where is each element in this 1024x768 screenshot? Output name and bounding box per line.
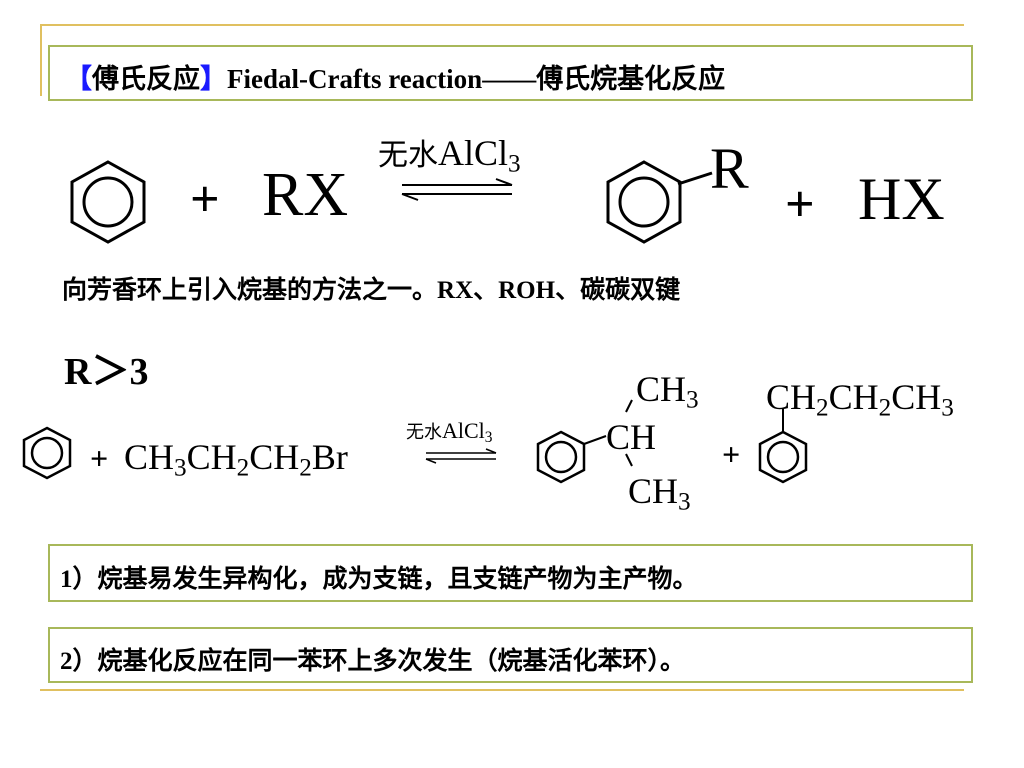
page-title: 【傅氏反应】Fiedal-Crafts reaction——傅氏烷基化反应 <box>65 57 725 96</box>
condition-formula: AlCl <box>438 133 509 173</box>
title-bracket-close: 】 <box>200 64 227 95</box>
note-1-text: 烷基易发生异构化，成为支链，且支链产物为主产物。 <box>97 564 698 593</box>
condition2-formula: AlCl <box>442 418 485 443</box>
reaction1-condition: 无水AlCl3 <box>378 130 521 178</box>
note-box-1: 1）烷基易发生异构化，成为支链，且支链产物为主产物。 <box>48 544 973 602</box>
propyl-chain: CH2CH2CH3 <box>766 376 954 422</box>
condition-anhydrous: 无水 <box>378 138 438 173</box>
reaction2-plus: + <box>90 440 109 476</box>
title-term: 傅氏反应 <box>92 64 200 95</box>
propylbenzene-ring-icon <box>758 430 808 484</box>
left-rule <box>40 24 42 96</box>
note-box-2: 2）烷基化反应在同一苯环上多次发生（烷基活化苯环）。 <box>48 627 973 683</box>
reagent-part-1: CH <box>124 437 175 477</box>
alkylbenzene-ring-icon <box>606 160 682 244</box>
propyl-part-1: CH <box>766 377 817 417</box>
note-2: 2）烷基化反应在同一苯环上多次发生（烷基活化苯环）。 <box>60 641 685 677</box>
description-sources: RX、ROH、碳碳双键 <box>437 277 681 304</box>
title-box: 【傅氏反应】Fiedal-Crafts reaction——傅氏烷基化反应 <box>48 45 973 101</box>
reagent-sub-1: 3 <box>174 454 187 482</box>
reaction1-product-group: R <box>710 136 749 201</box>
propyl-sub-3: 3 <box>941 394 954 422</box>
cumene-center: CH <box>606 417 657 457</box>
cumene-top-methyl: CH3 <box>636 368 699 414</box>
note-1-number: 1） <box>60 566 98 593</box>
cumene-bottom-ch: CH <box>628 471 679 511</box>
alkyl-bond-line <box>677 171 713 186</box>
propyl-bond <box>782 408 784 432</box>
description-cn: 向芳香环上引入烷基的方法之一。 <box>62 275 438 304</box>
title-bracket-open: 【 <box>65 64 92 95</box>
propyl-sub-2: 2 <box>878 394 892 422</box>
equilibrium-arrow-icon <box>401 178 513 201</box>
cumene-bottom-sub: 3 <box>678 488 691 516</box>
reaction1-byproduct: HX <box>858 166 945 232</box>
bottom-rule <box>40 689 964 691</box>
condition-note: R＞3 <box>64 351 149 393</box>
reaction1-reagent: RX <box>262 161 349 229</box>
reagent-part-2: CH <box>186 437 237 477</box>
note-1: 1）烷基易发生异构化，成为支链，且支链产物为主产物。 <box>60 559 698 595</box>
cumene-bottom-methyl: CH3 <box>628 470 691 516</box>
cumene-bonds <box>583 399 633 467</box>
condition-subscript: 3 <box>508 150 521 178</box>
reaction2-reagent: CH3CH2CH2Br <box>124 436 348 482</box>
cumene-top-ch: CH <box>636 369 687 409</box>
equilibrium-arrow-small-icon <box>425 448 497 464</box>
cumene-ring-icon <box>536 430 586 484</box>
title-chinese: 傅氏烷基化反应 <box>536 64 726 95</box>
benzene-ring-small-icon <box>22 426 72 480</box>
cumene-top-sub: 3 <box>686 386 699 414</box>
reagent-part-4: Br <box>311 437 348 477</box>
condition2-subscript: 3 <box>484 428 493 446</box>
reagent-sub-2: 2 <box>236 454 250 482</box>
propyl-sub-1: 2 <box>816 394 829 422</box>
reaction2-plus-2: + <box>722 436 741 472</box>
propyl-part-2: CH <box>828 377 879 417</box>
top-rule <box>40 24 964 26</box>
reagent-sub-3: 2 <box>299 454 312 482</box>
reagent-part-3: CH <box>249 437 300 477</box>
title-english: Fiedal-Crafts reaction <box>227 64 483 94</box>
reaction2-condition: 无水AlCl3 <box>406 418 493 446</box>
title-dash: —— <box>482 64 537 94</box>
benzene-ring-icon <box>70 160 146 244</box>
condition2-anhydrous: 无水 <box>406 422 442 443</box>
reaction1-plus: + <box>190 171 220 228</box>
note-2-number: 2） <box>60 648 98 675</box>
propyl-part-3: CH <box>891 377 942 417</box>
note-2-text: 烷基化反应在同一苯环上多次发生（烷基活化苯环）。 <box>97 646 686 675</box>
reaction1-plus-2: + <box>785 176 815 233</box>
description-line: 向芳香环上引入烷基的方法之一。RX、ROH、碳碳双键 <box>62 270 680 306</box>
